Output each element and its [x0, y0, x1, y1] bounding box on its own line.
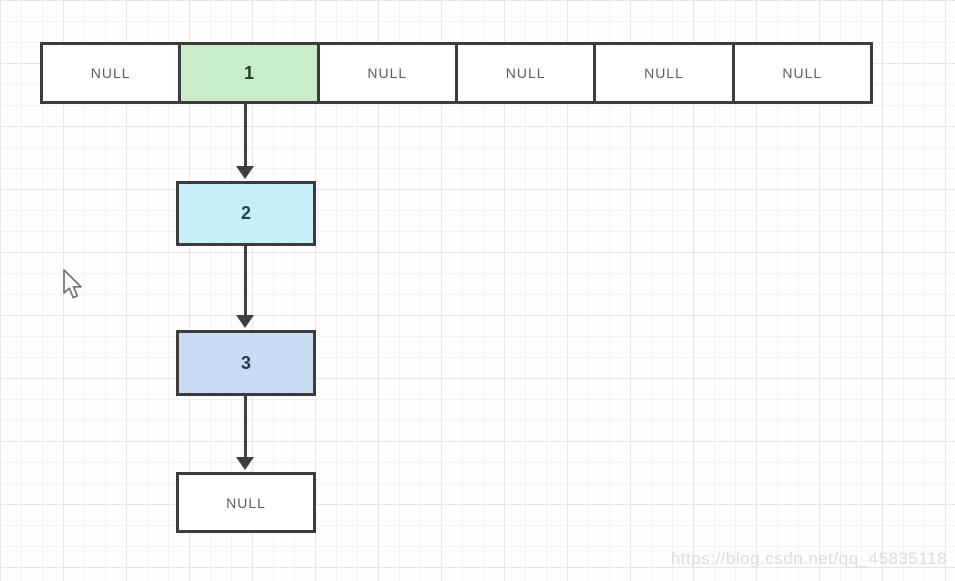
array-cell-2-label: NULL	[367, 65, 408, 81]
array-cell-4: NULL	[593, 45, 731, 101]
chain-node-3: 3	[176, 330, 316, 396]
chain-node-2-label: 2	[240, 203, 251, 223]
array-cell-0: NULL	[43, 45, 178, 101]
arrow-line-2	[244, 246, 247, 316]
array-cell-4-label: NULL	[644, 65, 684, 81]
array-cell-1-label: 1	[243, 62, 254, 83]
chain-node-null: NULL	[176, 472, 316, 533]
array-cell-2: NULL	[316, 45, 455, 101]
chain-node-3-label: 3	[240, 352, 251, 373]
array-cell-3: NULL	[454, 45, 593, 101]
array-cell-1: 1	[178, 45, 317, 101]
array-cell-5: NULL	[731, 45, 870, 101]
hash-array-row: NULL 1 NULL NULL NULL NULL	[40, 42, 873, 104]
mouse-cursor-icon	[63, 269, 82, 299]
array-cell-0-label: NULL	[90, 65, 131, 81]
arrow-down-icon	[236, 315, 254, 328]
arrow-line-1	[244, 104, 247, 168]
arrow-line-3	[244, 396, 247, 458]
arrow-down-icon	[236, 166, 254, 179]
chain-node-null-label: NULL	[226, 494, 266, 511]
array-cell-5-label: NULL	[782, 65, 823, 81]
array-cell-3-label: NULL	[505, 65, 546, 81]
chain-node-2: 2	[176, 181, 316, 246]
arrow-down-icon	[236, 457, 254, 470]
watermark-url: https://blog.csdn.net/qq_45835118	[670, 549, 947, 568]
